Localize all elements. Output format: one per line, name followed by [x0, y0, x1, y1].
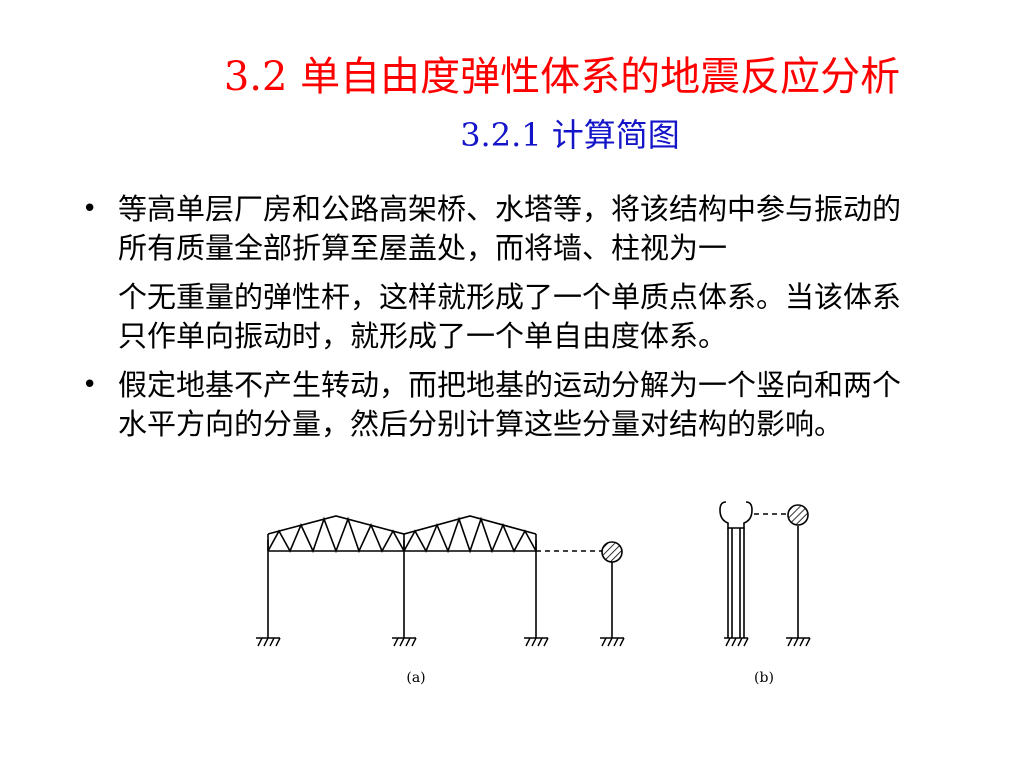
slide-title: 3.2 单自由度弹性体系的地震反应分析	[223, 54, 901, 100]
structure-diagram-svg: (a) (b)	[256, 501, 811, 686]
water-tower-b-drawing	[719, 501, 799, 638]
structure-diagram: (a) (b)	[232, 480, 892, 690]
bullet-1-paragraph-2: 个无重量的弹性杆，这样就形成了一个单质点体系。当该体系只作单向振动时，就形成了一…	[118, 280, 902, 353]
bullet-dot-icon: •	[82, 370, 98, 400]
bullet-dot-icon: •	[82, 194, 98, 224]
bullet-item-2: • 假定地基不产生转动，而把地基的运动分解为一个竖向和两个水平方向的分量，然后分…	[78, 366, 918, 444]
mass-point-b-icon	[787, 504, 809, 526]
mass-point-a-icon	[601, 541, 623, 563]
slide-body: • 等高单层厂房和公路高架桥、水塔等，将该结构中参与振动的所有质量全部折算至屋盖…	[78, 190, 918, 444]
figure-label-b: (b)	[754, 670, 774, 686]
frame-a-drawing	[267, 515, 613, 638]
ground-support-b-icons	[724, 637, 811, 647]
figure-label-a: (a)	[406, 670, 425, 686]
bullet-2-paragraph: 假定地基不产生转动，而把地基的运动分解为一个竖向和两个水平方向的分量，然后分别计…	[118, 368, 902, 441]
slide-subtitle: 3.2.1 计算简图	[460, 116, 680, 154]
bullet-item-1: • 等高单层厂房和公路高架桥、水塔等，将该结构中参与振动的所有质量全部折算至屋盖…	[78, 190, 918, 356]
bullet-1-paragraph-1: 等高单层厂房和公路高架桥、水塔等，将该结构中参与振动的所有质量全部折算至屋盖处，…	[118, 192, 902, 265]
ground-support-a-icons	[256, 637, 625, 647]
